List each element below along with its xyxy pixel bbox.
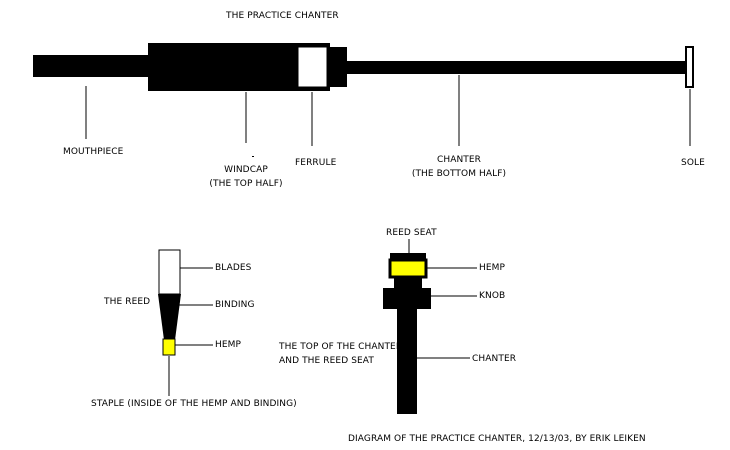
sole-shape [685,46,694,88]
reed-seat-description-line1: THE TOP OF THE CHANTER [279,342,403,352]
reed-assembly [158,249,181,356]
reed-seat-label: REED SEAT [386,228,437,238]
reed-seat-assembly [383,253,431,414]
reed-hemp-label: HEMP [215,340,242,350]
windcap-label: WINDCAP [224,165,268,175]
seat-hemp-shape [388,258,428,279]
ferrule-shape [297,46,328,88]
binding-label: BINDING [215,300,255,310]
chanter-assembly [33,43,694,91]
knob-label: KNOB [479,291,506,301]
seat-chanter-shape [397,308,417,414]
reed-hemp-shape [162,338,176,356]
blades-label: BLADES [215,263,252,273]
seat-neck-shape [394,277,422,288]
sole-label: SOLE [681,158,705,168]
chanter-body-shape [346,61,687,74]
reed-binding-shape [158,294,181,340]
seat-chanter-label: CHANTER [472,354,517,364]
ferrule-label: FERRULE [295,158,337,168]
main-leader-lines [85,75,691,146]
reed-title-label: THE REED [104,297,151,307]
chanter-label: CHANTER [436,155,482,165]
reed-seat-cap-shape [390,253,426,260]
windcap-sub-label: (THE TOP HALF) [209,179,283,189]
mouthpiece-label: MOUTHPIECE [63,147,124,157]
seat-hemp-label: HEMP [479,263,506,273]
chanter-sub-label: (THE BOTTOM HALF) [411,169,507,179]
diagram-title: THE PRACTICE CHANTER [226,11,339,21]
mouthpiece-shape [33,55,149,77]
staple-label: STAPLE (INSIDE OF THE HEMP AND BINDING) [91,399,297,409]
knob-shape [383,288,431,309]
reed-leader-lines [168,267,213,396]
reed-blades-shape [158,249,181,295]
reed-seat-description-line2: AND THE REED SEAT [279,356,374,366]
seat-leader-lines [408,239,477,359]
windcap-step-shape [330,47,347,87]
footer-caption: DIAGRAM OF THE PRACTICE CHANTER, 12/13/0… [348,434,646,444]
tick-mark [252,156,254,157]
